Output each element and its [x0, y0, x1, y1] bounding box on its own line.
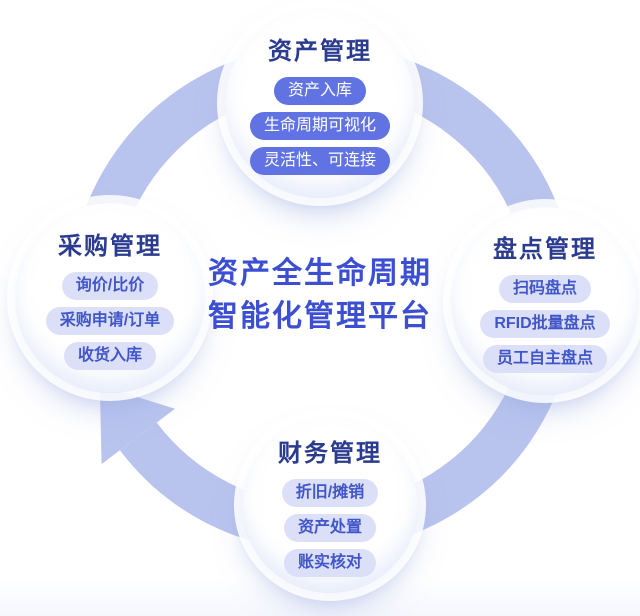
center-title: 资产全生命周期 智能化管理平台: [0, 252, 640, 338]
flow-arrowhead-icon: [99, 385, 175, 465]
tag-pill: 折旧/摊销: [281, 479, 379, 507]
node-finance-title: 财务管理: [278, 440, 382, 467]
tag-pill: 灵活性、可连接: [249, 147, 390, 175]
node-asset-title: 资产管理: [268, 38, 372, 65]
tag-pill: 采购申请/订单: [45, 307, 175, 335]
tag-pill: 资产入库: [273, 77, 366, 105]
center-title-line1: 资产全生命周期: [208, 257, 432, 290]
tag-pill: 收货入库: [63, 342, 156, 370]
tag-pill: 资产处置: [283, 514, 376, 542]
tag-pill: 生命周期可视化: [249, 112, 390, 140]
node-procurement-management: 采购管理 询价/比价 采购申请/订单 收货入库: [15, 203, 205, 393]
center-title-line2: 智能化管理平台: [208, 300, 432, 333]
node-asset-management: 资产管理 资产入库 生命周期可视化 灵活性、可连接: [225, 8, 415, 198]
tag-pill: 扫码盘点: [498, 275, 591, 303]
tag-pill: RFID批量盘点: [480, 310, 610, 338]
tag-pill: 账实核对: [283, 549, 376, 577]
tag-pill: 询价/比价: [61, 272, 159, 300]
node-procurement-title: 采购管理: [58, 233, 162, 260]
node-stocktake-title: 盘点管理: [493, 236, 597, 263]
tag-pill: 员工自主盘点: [482, 345, 607, 373]
node-stocktake-management: 盘点管理 扫码盘点 RFID批量盘点 员工自主盘点: [451, 207, 639, 395]
node-finance-management: 财务管理 折旧/摊销 资产处置 账实核对: [242, 417, 418, 593]
